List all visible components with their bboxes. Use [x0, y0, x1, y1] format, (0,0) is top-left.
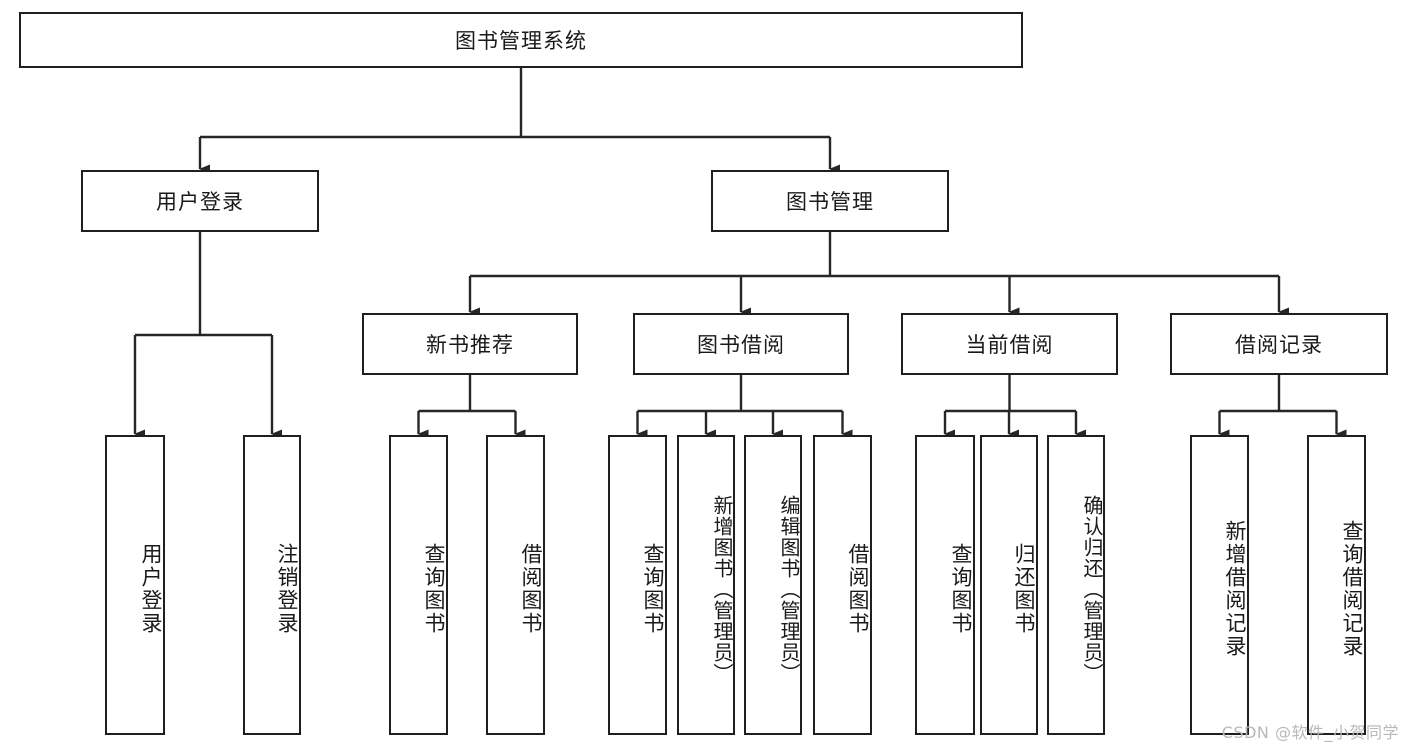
node-label: 查询图书 [422, 543, 446, 635]
node-label: 编辑图书（管理员） [777, 494, 801, 684]
node-leaf-borrow-book-2[interactable]: 借阅图书 [813, 435, 872, 735]
node-label: 查询借阅记录 [1340, 520, 1364, 658]
node-label: 借阅图书 [519, 543, 543, 635]
node-root[interactable]: 图书管理系统 [19, 12, 1023, 68]
node-leaf-user-logout[interactable]: 注销登录 [243, 435, 301, 735]
node-leaf-borrow-book-1[interactable]: 借阅图书 [486, 435, 545, 735]
node-borrow-record[interactable]: 借阅记录 [1170, 313, 1388, 375]
node-label: 用户登录 [156, 190, 244, 214]
node-leaf-edit-book[interactable]: 编辑图书（管理员） [744, 435, 802, 735]
node-book-borrow[interactable]: 图书借阅 [633, 313, 849, 375]
node-leaf-query-book-2[interactable]: 查询图书 [608, 435, 667, 735]
node-label: 新增图书（管理员） [710, 494, 734, 684]
node-label: 查询图书 [641, 543, 665, 635]
node-label: 归还图书 [1012, 543, 1036, 635]
node-leaf-user-login[interactable]: 用户登录 [105, 435, 165, 735]
node-label: 图书管理系统 [455, 29, 587, 53]
watermark-label: CSDN @软件_小贺同学 [1221, 723, 1399, 742]
node-label: 查询图书 [949, 543, 973, 635]
node-label: 借阅图书 [846, 543, 870, 635]
node-leaf-query-book-1[interactable]: 查询图书 [389, 435, 448, 735]
node-label: 图书借阅 [697, 333, 785, 357]
node-leaf-add-book[interactable]: 新增图书（管理员） [677, 435, 735, 735]
node-label: 新书推荐 [426, 333, 514, 357]
node-label: 注销登录 [275, 543, 299, 635]
node-label: 借阅记录 [1235, 333, 1323, 357]
node-new-book-rec[interactable]: 新书推荐 [362, 313, 578, 375]
node-leaf-confirm-return[interactable]: 确认归还（管理员） [1047, 435, 1105, 735]
node-label: 当前借阅 [965, 333, 1054, 357]
node-leaf-query-book-3[interactable]: 查询图书 [915, 435, 975, 735]
node-leaf-add-record[interactable]: 新增借阅记录 [1190, 435, 1249, 735]
node-label: 用户登录 [139, 543, 163, 635]
node-user-login[interactable]: 用户登录 [81, 170, 319, 232]
node-leaf-query-record[interactable]: 查询借阅记录 [1307, 435, 1366, 735]
node-label: 确认归还（管理员） [1080, 494, 1104, 684]
node-current-borrow[interactable]: 当前借阅 [901, 313, 1118, 375]
node-leaf-return-book[interactable]: 归还图书 [980, 435, 1038, 735]
node-label: 图书管理 [786, 190, 874, 214]
node-book-manage[interactable]: 图书管理 [711, 170, 949, 232]
node-label: 新增借阅记录 [1223, 520, 1247, 658]
